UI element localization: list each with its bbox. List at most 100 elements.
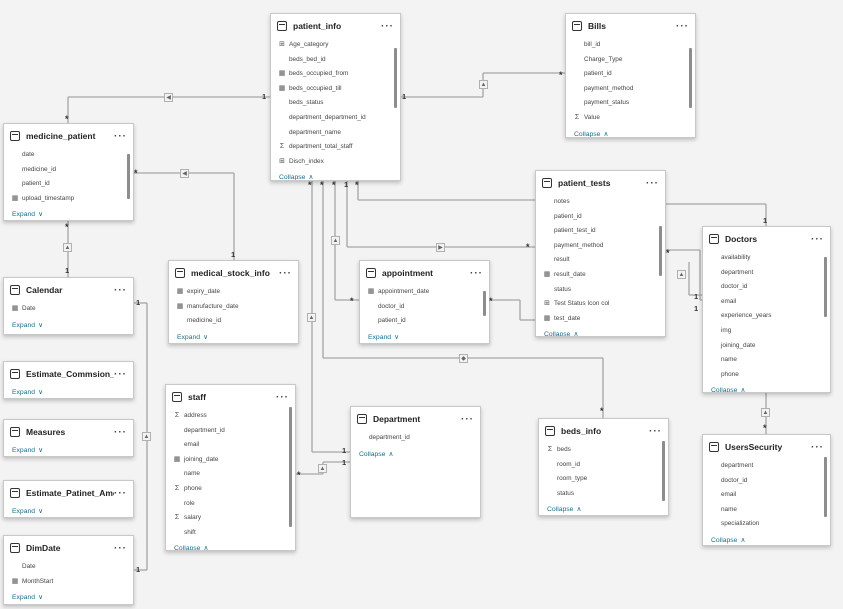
scrollbar[interactable] [394, 48, 397, 108]
field-row[interactable]: ▦joining_date [166, 453, 287, 468]
field-row[interactable]: result [536, 253, 657, 268]
more-options-icon[interactable]: ··· [470, 267, 483, 279]
expand-button[interactable]: Expand∨ [4, 386, 133, 396]
filter-direction-icon[interactable]: ▲ [761, 408, 770, 417]
field-row[interactable]: doctor_id [703, 474, 822, 489]
more-options-icon[interactable]: ··· [114, 368, 127, 380]
expand-button[interactable]: Expand∨ [4, 444, 133, 454]
field-row[interactable]: experience_years [703, 309, 822, 324]
table-header[interactable]: UsersSecurity··· [703, 435, 830, 459]
field-row[interactable]: phone [703, 368, 822, 383]
field-row[interactable]: patient_id [4, 177, 125, 192]
field-row[interactable]: ▦MonthStart [4, 575, 125, 590]
field-row[interactable]: doctor_id [703, 280, 822, 295]
collapse-button[interactable]: Collapse∧ [536, 326, 665, 336]
scrollbar[interactable] [824, 257, 827, 317]
field-row[interactable]: shift [166, 526, 287, 541]
field-row[interactable]: ▦expiry_date [169, 285, 290, 300]
collapse-button[interactable]: Collapse∧ [566, 126, 695, 137]
field-row[interactable]: Date [4, 560, 125, 575]
field-row[interactable]: ▦test_date [536, 312, 657, 327]
field-row[interactable]: department [703, 266, 822, 281]
filter-direction-icon[interactable]: ◆ [459, 354, 468, 363]
scrollbar[interactable] [824, 457, 827, 517]
field-row[interactable]: payment_method [536, 239, 657, 254]
field-row[interactable]: ▦beds_occupied_from [271, 67, 392, 82]
field-row[interactable]: department [703, 459, 822, 474]
field-row[interactable]: department_id [166, 424, 287, 439]
field-row[interactable]: ▦upload_timestamp [4, 192, 125, 207]
more-options-icon[interactable]: ··· [114, 487, 127, 499]
scrollbar[interactable] [127, 154, 130, 199]
table-header[interactable]: patient_info··· [271, 14, 400, 38]
field-row[interactable]: notes [536, 195, 657, 210]
more-options-icon[interactable]: ··· [279, 267, 292, 279]
field-row[interactable]: ▦beds_occupied_till [271, 82, 392, 97]
filter-direction-icon[interactable]: ◀ [180, 169, 189, 178]
table-card-measures[interactable]: Measures···Expand∨ [3, 419, 134, 457]
filter-direction-icon[interactable]: ▲ [318, 464, 327, 473]
table-card-estimate-patinet-amount[interactable]: Estimate_Patinet_Amount···Expand∨ [3, 480, 134, 518]
field-row[interactable]: Charge_Type [566, 53, 687, 68]
filter-direction-icon[interactable]: ▲ [479, 80, 488, 89]
field-row[interactable]: specialization [703, 517, 822, 532]
collapse-button[interactable]: Collapse∧ [703, 532, 830, 544]
field-row[interactable]: ▦Date [4, 302, 125, 317]
table-header[interactable]: DimDate··· [4, 536, 133, 560]
table-header[interactable]: Measures··· [4, 420, 133, 444]
scrollbar[interactable] [659, 226, 662, 276]
field-row[interactable]: doctor_id [360, 300, 481, 315]
table-header[interactable]: Bills··· [566, 14, 695, 38]
more-options-icon[interactable]: ··· [114, 542, 127, 554]
expand-button[interactable]: Expand∨ [4, 317, 133, 329]
field-row[interactable]: ▦manufacture_date [169, 300, 290, 315]
scrollbar[interactable] [689, 48, 692, 108]
field-row[interactable]: ⊞Disch_index [271, 155, 392, 170]
expand-button[interactable]: Expand∨ [4, 589, 133, 601]
more-options-icon[interactable]: ··· [811, 233, 824, 245]
table-header[interactable]: Estimate_Commsion_Rate··· [4, 362, 133, 386]
field-row[interactable]: payment_status [566, 96, 687, 111]
field-row[interactable]: joining_date [703, 339, 822, 354]
collapse-button[interactable]: Collapse∧ [351, 446, 480, 458]
filter-direction-icon[interactable]: ▲ [677, 270, 686, 279]
field-row[interactable]: status [536, 283, 657, 298]
filter-direction-icon[interactable]: ▶ [436, 243, 445, 252]
field-row[interactable]: patient_id [566, 67, 687, 82]
expand-button[interactable]: Expand∨ [360, 329, 489, 341]
more-options-icon[interactable]: ··· [676, 20, 689, 32]
field-row[interactable]: medicine_id [169, 314, 290, 329]
field-row[interactable]: bill_id [566, 38, 687, 53]
table-header[interactable]: medicine_patient··· [4, 124, 133, 148]
field-row[interactable]: status [539, 487, 660, 502]
scrollbar[interactable] [483, 291, 486, 316]
field-row[interactable]: patient_id [360, 314, 481, 329]
field-row[interactable]: availability [703, 251, 822, 266]
scrollbar[interactable] [289, 407, 292, 527]
field-row[interactable]: ▦appointment_date [360, 285, 481, 300]
collapse-button[interactable]: Collapse∧ [271, 169, 400, 180]
filter-direction-icon[interactable]: ▲ [63, 243, 72, 252]
field-row[interactable]: beds_bed_id [271, 53, 392, 68]
table-header[interactable]: Calendar··· [4, 278, 133, 302]
field-row[interactable]: img [703, 324, 822, 339]
table-header[interactable]: medical_stock_info··· [169, 261, 298, 285]
field-row[interactable]: ⊞Age_category [271, 38, 392, 53]
field-row[interactable]: name [166, 467, 287, 482]
more-options-icon[interactable]: ··· [114, 284, 127, 296]
